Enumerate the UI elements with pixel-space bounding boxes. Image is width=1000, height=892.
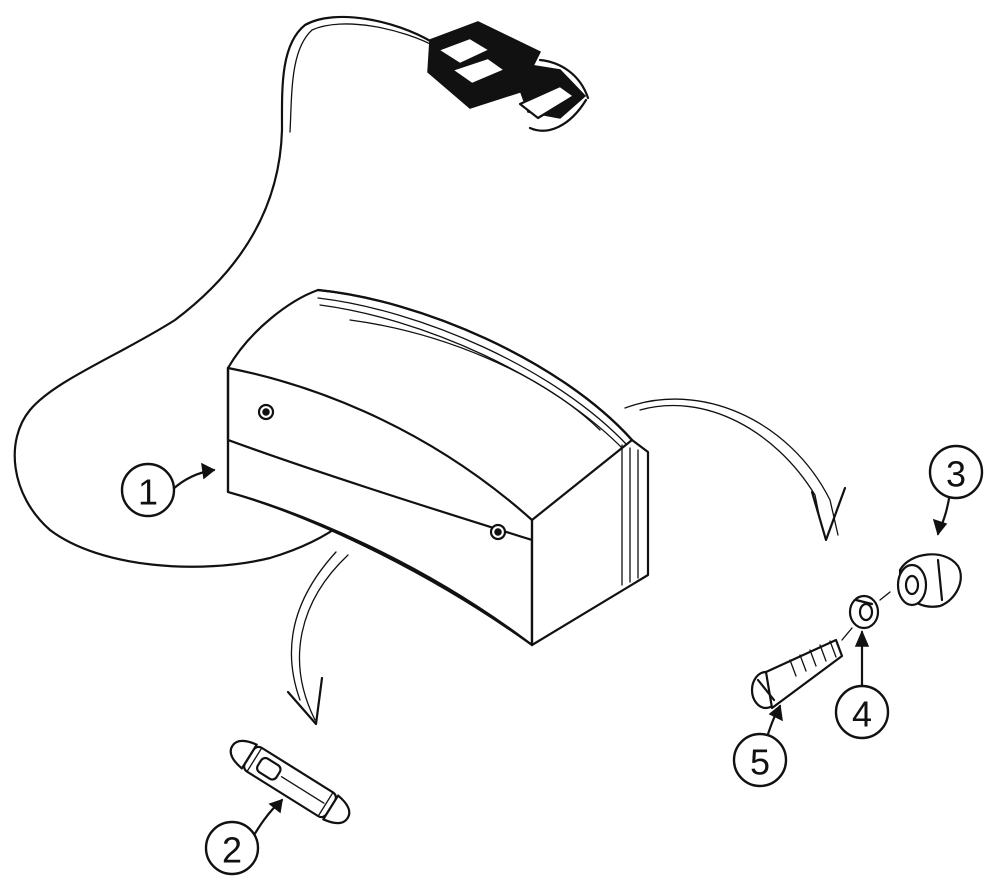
- callout-3-label: 3: [946, 454, 966, 495]
- assembly-axis: [841, 591, 891, 641]
- callout-1: 1: [120, 462, 176, 518]
- callout-4: 4: [834, 684, 890, 740]
- callout-5: 5: [732, 732, 788, 788]
- bulb: [229, 739, 351, 825]
- connector-plug: [427, 21, 590, 132]
- screw: [750, 638, 844, 710]
- callout-3: 3: [928, 444, 984, 500]
- callout-5-label: 5: [750, 742, 770, 783]
- callout-leaders: [170, 462, 952, 844]
- wire-harness: [13, 15, 439, 568]
- lamp-housing: [226, 288, 650, 647]
- removal-arrow-bulb: [286, 551, 349, 726]
- callout-2: 2: [204, 820, 260, 876]
- removal-arrow-lens: [624, 398, 847, 542]
- callout-2-label: 2: [222, 830, 242, 871]
- nut: [896, 553, 962, 608]
- callout-1-label: 1: [138, 472, 158, 513]
- callout-4-label: 4: [852, 694, 872, 735]
- lock-washer: [848, 594, 880, 630]
